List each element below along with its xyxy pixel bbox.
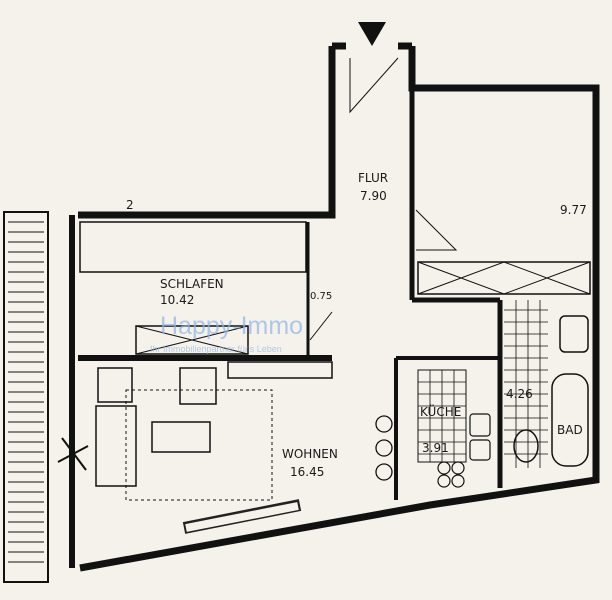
toilet [513, 429, 539, 463]
entrance-arrow-icon [358, 22, 386, 46]
schlafen-area: 10.42 [160, 293, 194, 307]
flur-area: 7.90 [360, 189, 387, 203]
bathtub [551, 373, 589, 467]
bad-area: 4.26 [506, 387, 533, 401]
walls [3, 22, 600, 583]
flur-name: FLUR [358, 171, 388, 185]
watermark-slogan: Ihr Immobilienpartner für's Leben [150, 344, 282, 354]
abstell-area: 0.75 [310, 291, 332, 302]
kueche-name: KÜCHE [420, 403, 461, 419]
wohnen-name: WOHNEN [282, 447, 338, 461]
kueche-area: 3.91 [422, 441, 449, 455]
room-right-area: 9.77 [560, 203, 587, 217]
watermark-brand: Happy-Immo [160, 312, 303, 340]
bad-name: BAD [557, 423, 583, 437]
washbasin [559, 315, 589, 353]
schlafen-name: SCHLAFEN [160, 277, 224, 291]
axis-mark: 2 [126, 198, 134, 212]
wohnen-area: 16.45 [290, 465, 324, 479]
balcony [3, 211, 49, 583]
